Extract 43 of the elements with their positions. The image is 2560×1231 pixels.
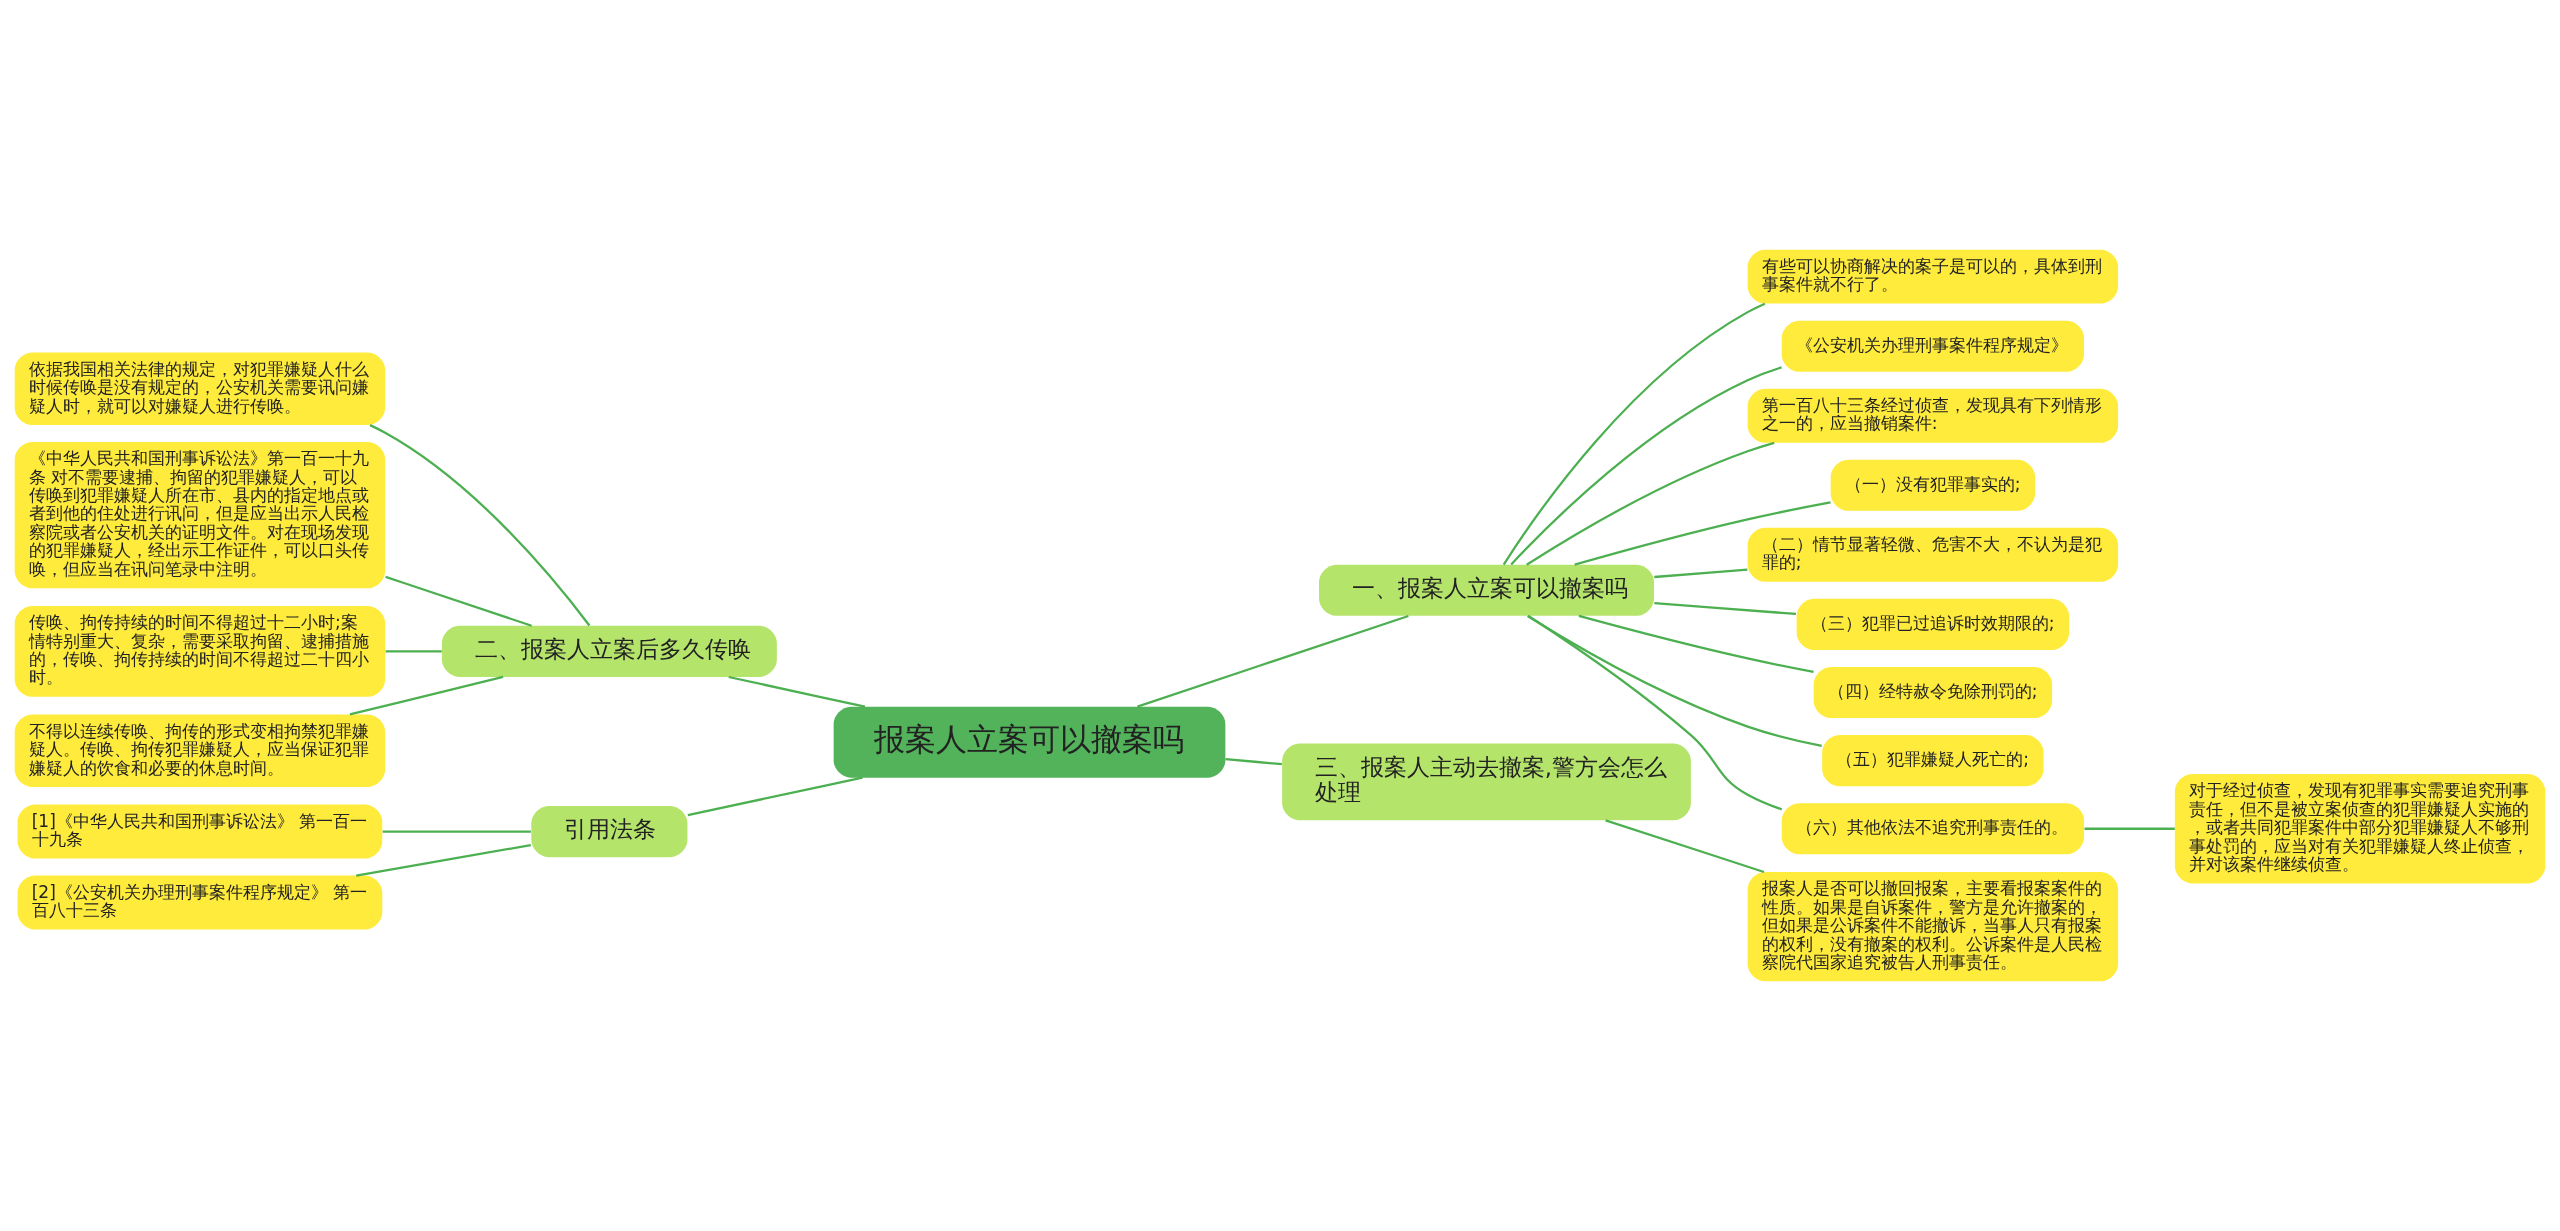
connector bbox=[687, 776, 863, 817]
node-box: 有些可以协商解决的案子是可以的，具体到刑事案件就不行了。 bbox=[1747, 249, 2119, 304]
node-box: （三）犯罪已过追诉时效期限的; bbox=[1796, 598, 2070, 650]
node-box: 不得以连续传唤、拘传的形式变相拘禁犯罪嫌疑人。传唤、拘传犯罪嫌疑人，应当保证犯罪嫌疑人的饮食和必要的休息时间。 bbox=[14, 714, 386, 787]
connector bbox=[385, 650, 442, 653]
connector bbox=[1654, 601, 1796, 616]
connector bbox=[1527, 615, 1783, 811]
node-box: （四）经特赦令免除刑罚的; bbox=[1813, 666, 2053, 719]
node-box: 对于经过侦查，发现有犯罪事实需要追究刑事责任，但不是被立案侦查的犯罪嫌疑人实施的，或者共同犯罪案件中部分犯罪嫌疑人不够刑事处罚的，应当对有关犯罪嫌疑人终止侦查，并对该案件继续侦查。 bbox=[2174, 774, 2546, 884]
connector bbox=[1654, 568, 1748, 579]
connector bbox=[356, 843, 531, 877]
connector bbox=[728, 675, 866, 708]
connector bbox=[349, 675, 504, 716]
node-box: 《中华人民共和国刑事诉讼法》第一百一十九条 对不需要逮捕、拘留的犯罪嫌疑人，可以传唤到犯罪嫌疑人所在市、县内的指定地点或者到他的住处进行讯问，但是应当出示人民检察院或者公安机关的证明文件。对在现场发现的犯罪嫌疑人，经出示工作证件，可以口头传唤，但应当在讯问笔录中注明。 bbox=[14, 442, 386, 589]
node-box: （五）犯罪嫌疑人死亡的; bbox=[1822, 735, 2044, 787]
connector bbox=[1574, 501, 1831, 566]
node-box: （六）其他依法不追究刑事责任的。 bbox=[1781, 803, 2085, 855]
connector bbox=[1578, 614, 1814, 674]
node-box: [2]《公安机关办理刑事案件程序规定》 第一百八十三条 bbox=[17, 875, 383, 930]
node-box: [1]《中华人民共和国刑事诉讼法》 第一百一十九条 bbox=[17, 804, 383, 859]
connector bbox=[1225, 758, 1282, 766]
node-box: 三、报案人主动去撤案,警方会怎么处理 bbox=[1282, 743, 1691, 821]
connector bbox=[1510, 366, 1782, 566]
connector bbox=[1605, 819, 1765, 874]
node-box: 依据我国相关法律的规定，对犯罪嫌疑人什么时候传唤是没有规定的，公安机关需要讯问嫌疑人时，就可以对嫌疑人进行传唤。 bbox=[14, 352, 386, 425]
connector bbox=[1527, 615, 1822, 747]
node-box: （二）情节显著轻微、危害不大，不认为是犯罪的; bbox=[1747, 527, 2119, 582]
node-box: 二、报案人立案后多久传唤 bbox=[441, 625, 777, 677]
connector bbox=[2084, 827, 2175, 830]
node-box: 第一百八十三条经过侦查，发现具有下列情形之一的，应当撤销案件: bbox=[1747, 388, 2119, 443]
connector bbox=[382, 830, 531, 833]
node-box: 传唤、拘传持续的时间不得超过十二小时;案情特别重大、复杂，需要采取拘留、逮捕措施的，传唤、拘传持续的时间不得超过二十四小时。 bbox=[14, 605, 386, 697]
node-box: 引用法条 bbox=[531, 806, 688, 858]
connector bbox=[1526, 441, 1775, 566]
node-box: 一、报案人立案可以撤案吗 bbox=[1319, 564, 1654, 616]
node-box: 报案人是否可以撤回报案，主要看报案案件的性质。如果是自诉案件，警方是允许撤案的，但如果是公诉案件不能撤诉，当事人只有报案的权利，没有撤案的权利。公诉案件是人民检察院代国家追究被告人刑事责任。 bbox=[1747, 872, 2119, 982]
connector bbox=[1502, 302, 1766, 566]
connector bbox=[369, 424, 591, 627]
connector bbox=[1137, 614, 1409, 708]
connector bbox=[385, 575, 532, 627]
node-box: （一）没有犯罪事实的; bbox=[1830, 459, 2036, 511]
node-box: 报案人立案可以撤案吗 bbox=[833, 706, 1226, 778]
node-box: 《公安机关办理刑事案件程序规定》 bbox=[1781, 320, 2085, 372]
